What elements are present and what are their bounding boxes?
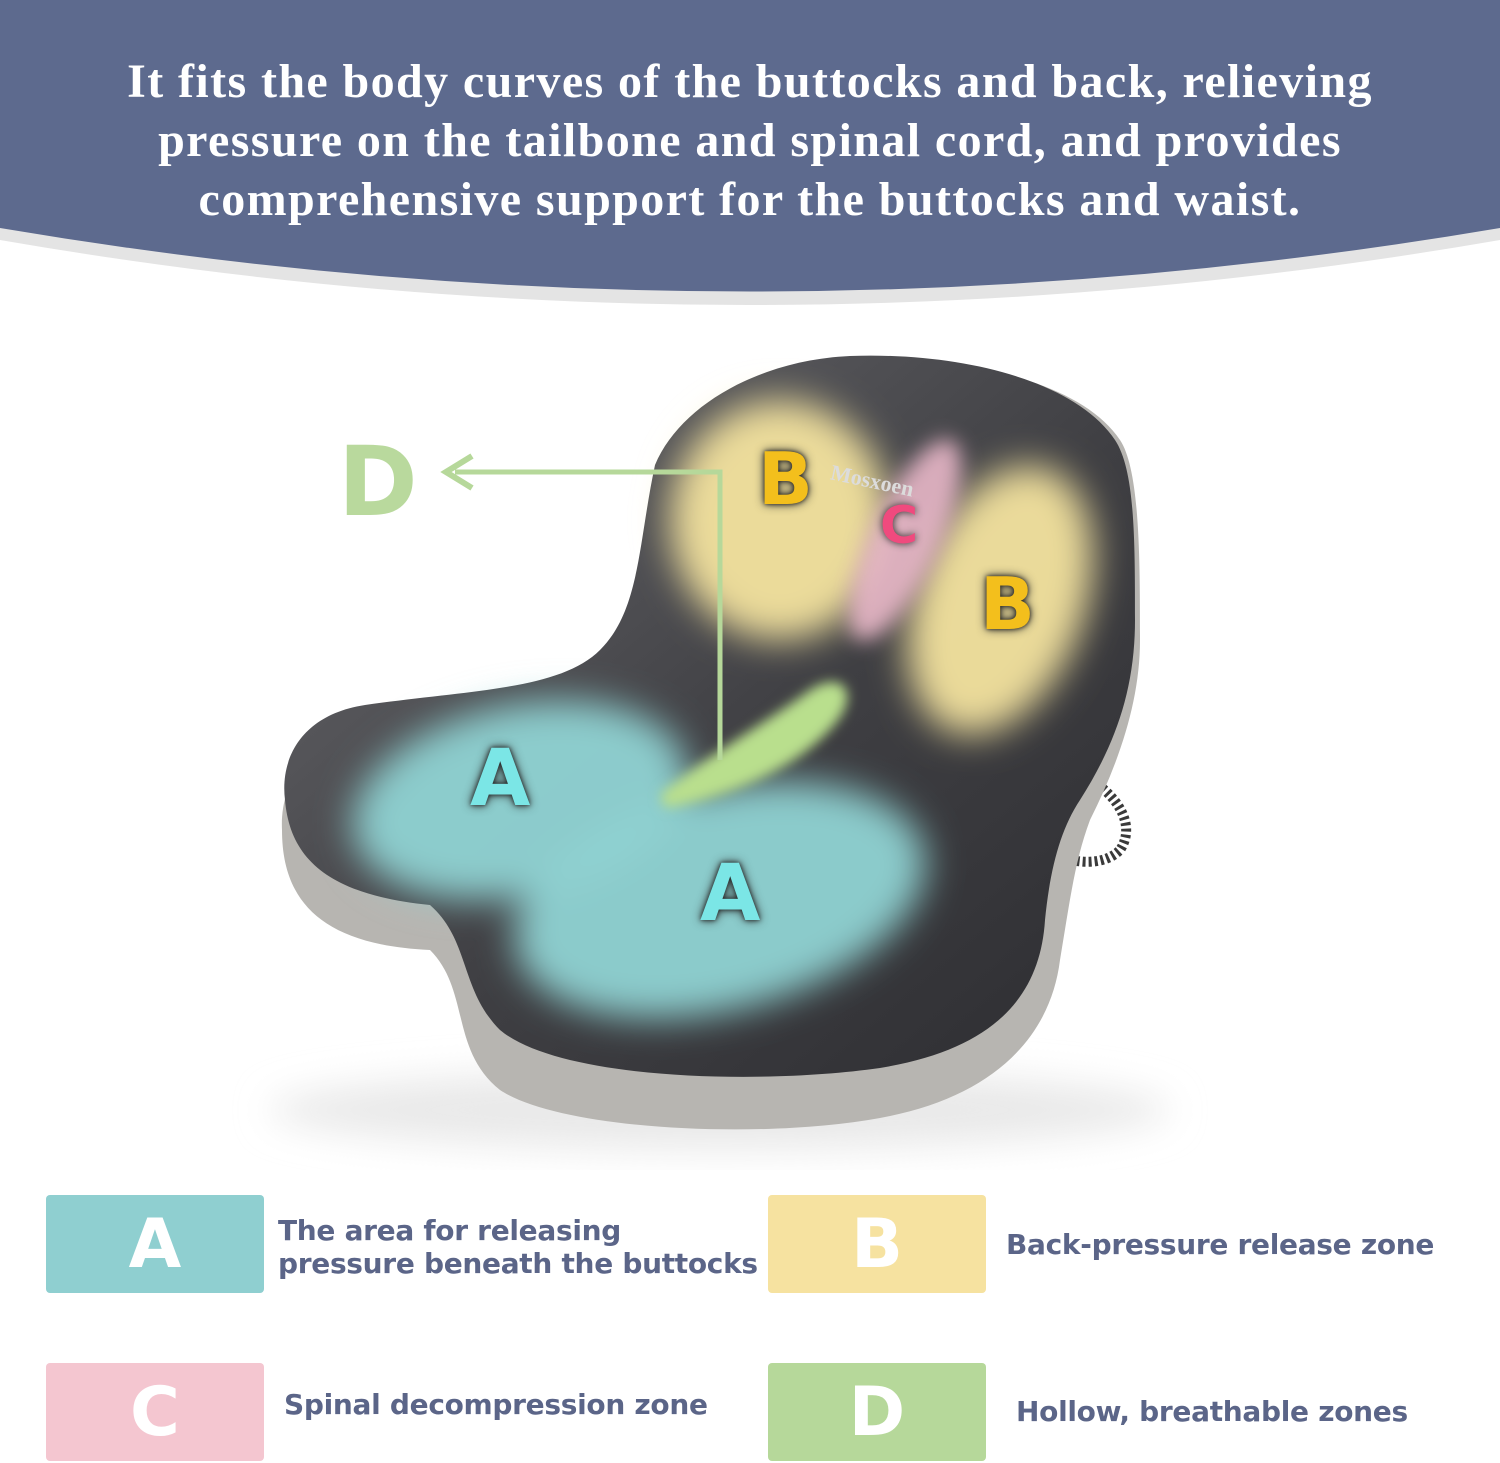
legend-text-c: Spinal decompression zone bbox=[284, 1388, 708, 1421]
zone-label-b-right: B bbox=[980, 562, 1035, 646]
legend-b-line-1: Back-pressure release zone bbox=[1006, 1228, 1435, 1261]
legend-text-d: Hollow, breathable zones bbox=[1016, 1395, 1408, 1428]
zone-c-highlight bbox=[848, 439, 962, 641]
callout-arrow bbox=[440, 453, 723, 760]
callout-letter-d: D bbox=[338, 426, 418, 538]
legend-a-line-1: The area for releasing bbox=[278, 1214, 622, 1247]
cushion-illustration: D B Mosxoen C B A A bbox=[0, 330, 1500, 1170]
legend-tile-d: D bbox=[768, 1363, 986, 1461]
header-banner: It fits the body curves of the buttocks … bbox=[0, 0, 1500, 330]
legend-text-b: Back-pressure release zone bbox=[1006, 1228, 1434, 1261]
zone-d-highlight bbox=[660, 681, 848, 808]
headline-line-1: It fits the body curves of the buttocks … bbox=[127, 55, 1373, 108]
legend-c-line-1: Spinal decompression zone bbox=[284, 1388, 708, 1421]
cushion-image bbox=[270, 355, 1170, 1150]
headline-line-2: pressure on the tailbone and spinal cord… bbox=[158, 114, 1342, 167]
legend-tile-b: B bbox=[768, 1195, 986, 1293]
zone-label-a-left: A bbox=[470, 734, 531, 824]
banner-shape bbox=[0, 0, 1500, 305]
zone-label-a-right: A bbox=[700, 849, 761, 939]
zone-label-b-left: B bbox=[758, 437, 813, 521]
banner-background bbox=[0, 0, 1500, 292]
headline-line-3: comprehensive support for the buttocks a… bbox=[198, 173, 1302, 226]
legend-text-a: The area for releasing pressure beneath … bbox=[278, 1214, 758, 1280]
zone-b-highlights bbox=[670, 400, 1094, 735]
banner-headline: It fits the body curves of the buttocks … bbox=[0, 52, 1500, 229]
legend-a-line-2: pressure beneath the buttocks bbox=[278, 1247, 758, 1280]
zone-label-c: C bbox=[880, 496, 919, 556]
zone-a-highlights bbox=[352, 700, 926, 1019]
legend-tile-a: A bbox=[46, 1195, 264, 1293]
legend-tile-c: C bbox=[46, 1363, 264, 1461]
legend-d-line-1: Hollow, breathable zones bbox=[1016, 1395, 1408, 1428]
